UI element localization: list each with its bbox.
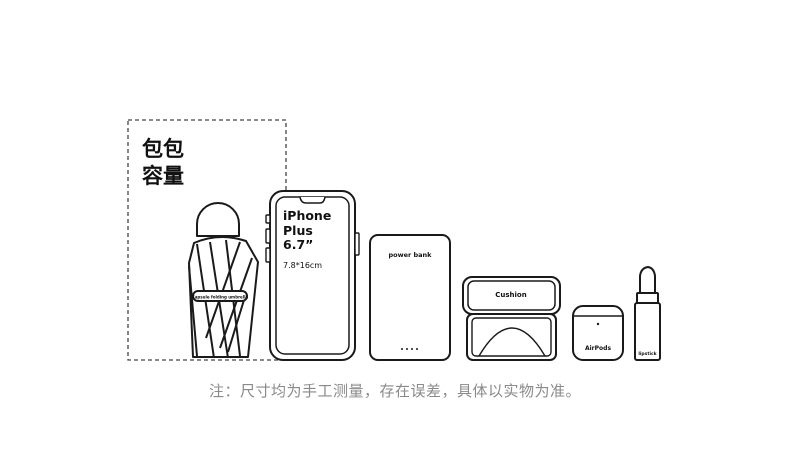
airpods-label: AirPods xyxy=(585,345,611,352)
umbrella-band xyxy=(192,290,248,302)
phone-name-line1: iPhone xyxy=(283,208,331,223)
power-bank-icon xyxy=(369,234,451,361)
phone-name-line3: 6.7” xyxy=(283,237,313,252)
measurement-note: 注：尺寸均为手工测量，存在误差，具体以实物为准。 xyxy=(208,382,581,400)
lipstick-label: lipstick xyxy=(638,351,657,357)
umbrella-band-label: Capsule folding umbrella xyxy=(192,295,249,300)
phone-size-label: 7.8*16cm xyxy=(283,261,322,270)
phone-name-line2: Plus xyxy=(283,223,313,238)
cushion-icon xyxy=(462,276,561,361)
capacity-title-line1: 包包 xyxy=(142,137,184,161)
phone-icon xyxy=(265,190,360,361)
lipstick-icon xyxy=(634,265,661,361)
cushion-label: Cushion xyxy=(495,291,526,299)
bag-capacity-box xyxy=(127,119,287,361)
power-bank-label: power bank xyxy=(389,251,433,259)
umbrella-icon: Capsule folding umbrella xyxy=(188,202,259,359)
airpods-icon xyxy=(572,305,624,361)
capacity-title-line2: 容量 xyxy=(142,164,184,188)
